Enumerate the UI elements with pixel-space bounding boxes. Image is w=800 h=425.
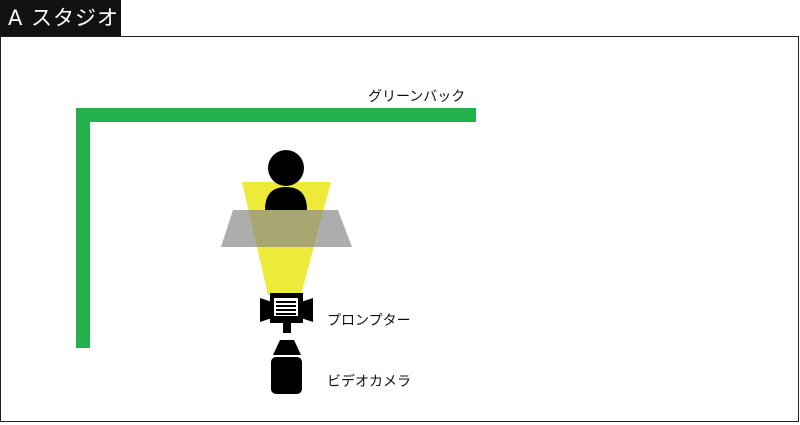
prompter-label: プロンプター [327, 313, 411, 329]
video-camera-label: ビデオカメラ [327, 373, 411, 390]
green-back-top [76, 108, 476, 122]
studio-frame [0, 36, 799, 422]
prompter-icon [260, 293, 313, 333]
prompter-glass [221, 210, 352, 247]
studio-title: A スタジオ [0, 0, 121, 36]
green-back-label: グリーンバック [368, 89, 465, 105]
green-back-wall [76, 108, 476, 348]
green-back-side [76, 108, 90, 348]
person-icon [265, 150, 307, 210]
video-camera-icon [271, 340, 302, 394]
